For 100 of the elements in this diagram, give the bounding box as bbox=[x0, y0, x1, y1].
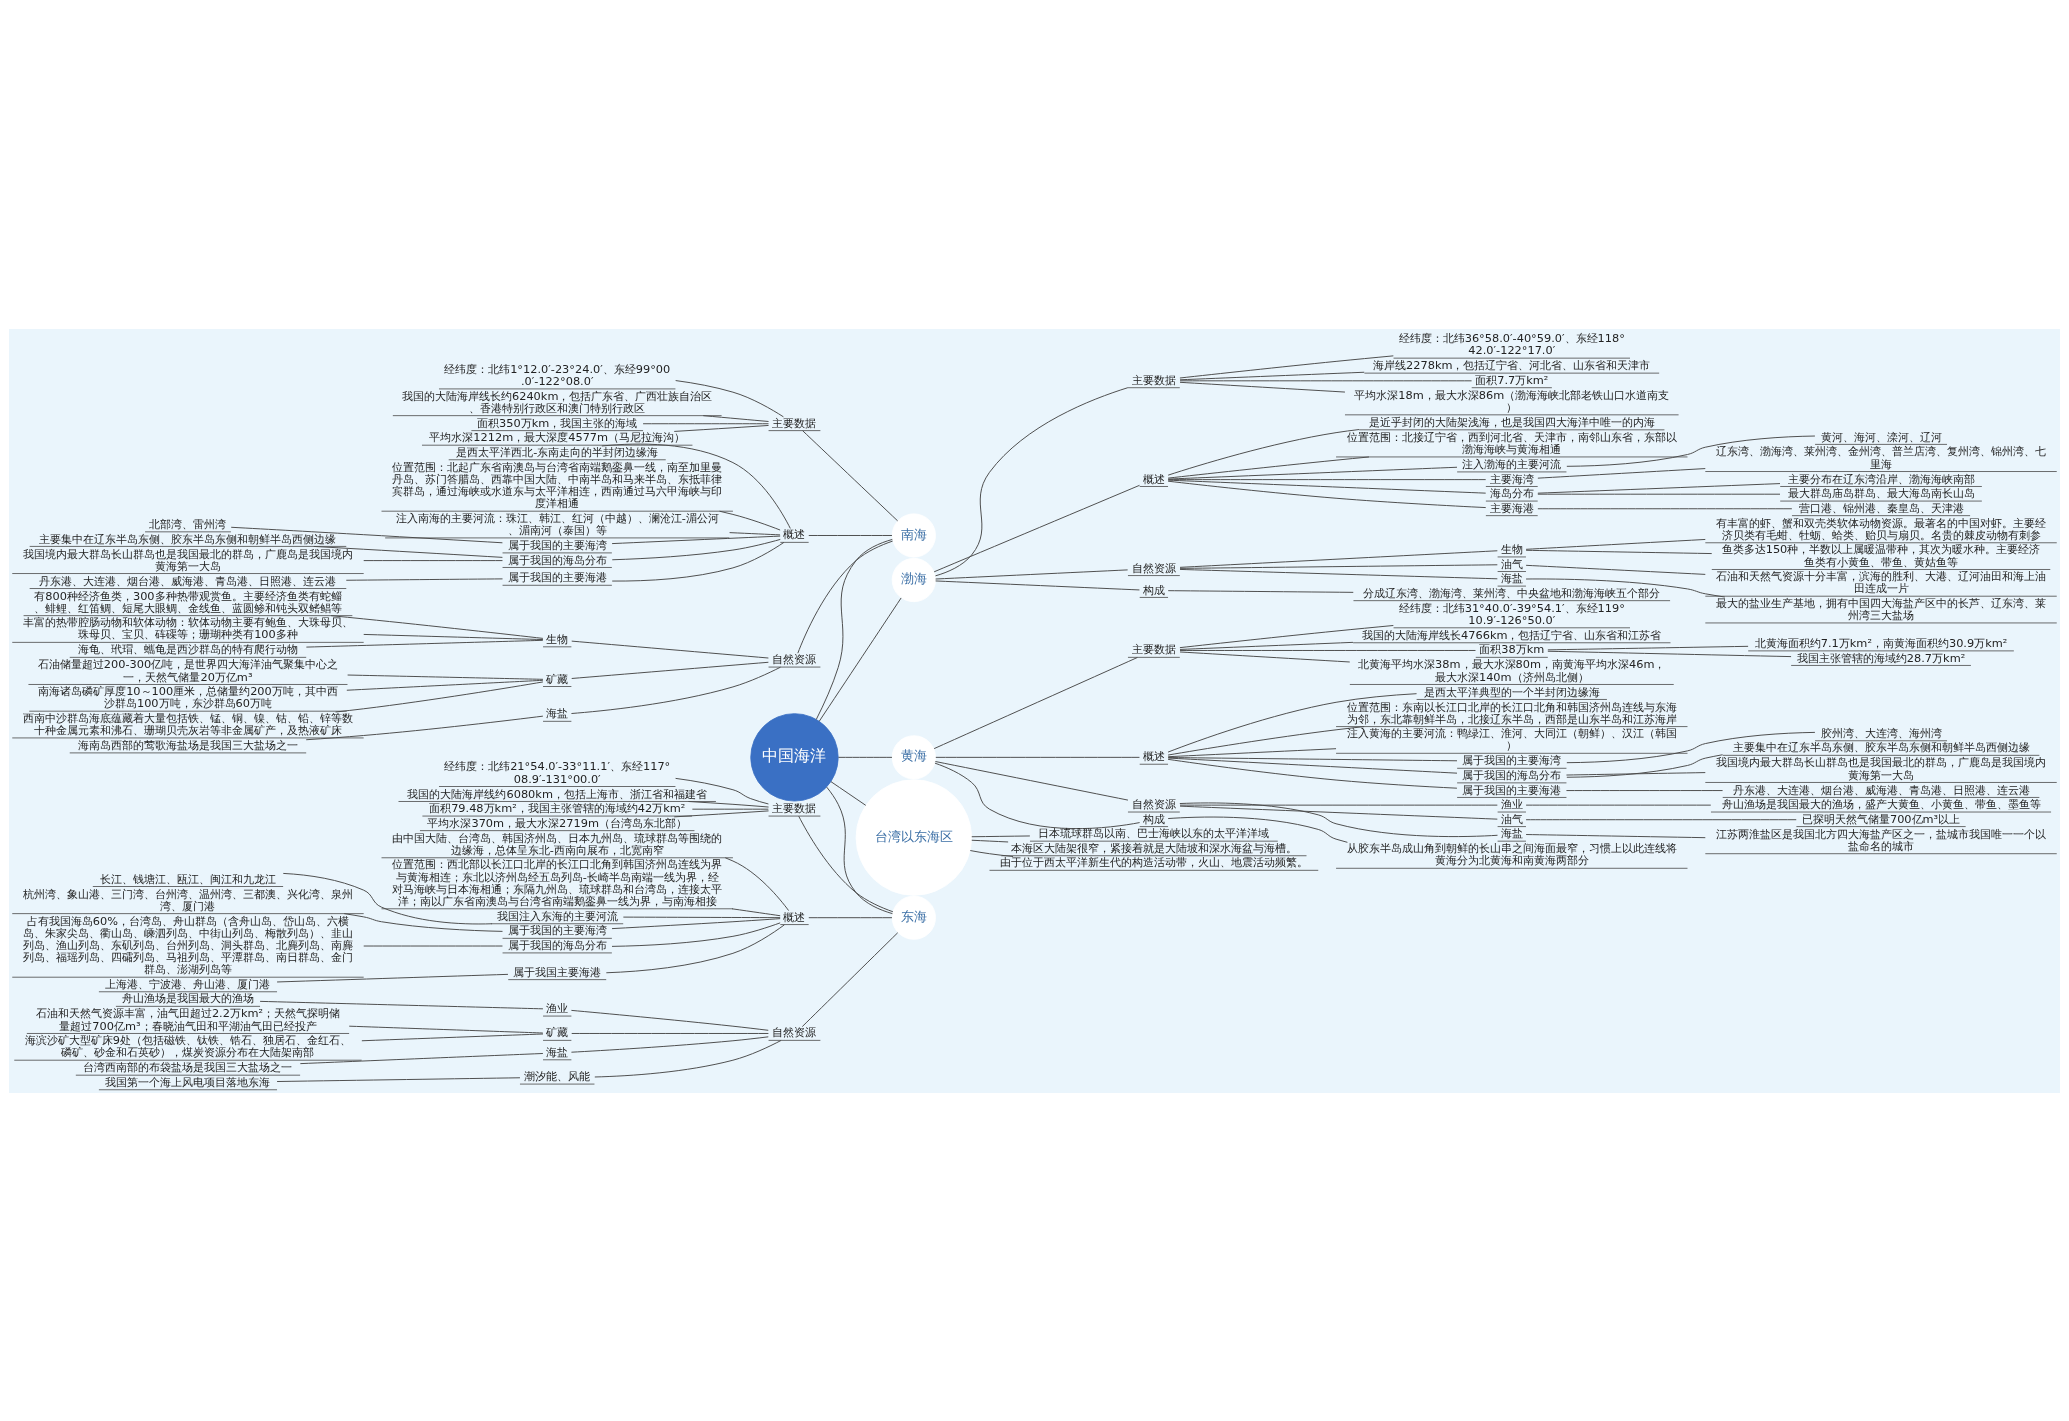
node-text: 油气 bbox=[1500, 811, 1523, 826]
connector bbox=[935, 756, 1140, 758]
connector bbox=[330, 614, 544, 639]
node-text: 海盐 bbox=[546, 705, 569, 720]
node-text: 经纬度：北纬31°40.0′-39°54.1′、东经119°10.9′-126°50.0′ bbox=[1398, 600, 1625, 627]
node-text: 平均水深18m，最大水深86m（渤海海峡北部老铁山口水道南支） bbox=[1354, 387, 1670, 414]
node-text: 属于我国的海岛分布 bbox=[1462, 767, 1562, 782]
connector bbox=[1537, 493, 1781, 495]
node-text: 北黄海平均水深38m，最大水深80m，南黄海平均水深46m，最大水深140m（济州岛北侧） bbox=[1358, 656, 1666, 684]
connector bbox=[797, 540, 894, 654]
node-text: 西南中沙群岛海底蕴藏着大量包括铁、锰、铜、镍、钴、铅、锌等数十种金属元素和沸石、珊瑚贝壳灰岩等非金属矿产，及热液矿床 bbox=[22, 710, 353, 737]
node-text: 海滨沙矿大型矿床9处（包括磁铁、钛铁、锆石、独居石、金红石、磷矿、砂金和石英砂），煤炭资源分布在大陆架南部 bbox=[24, 1032, 352, 1059]
node-text: 属于我国的海岛分布 bbox=[507, 937, 607, 952]
connector bbox=[346, 679, 544, 691]
connector bbox=[1547, 645, 1749, 650]
connector bbox=[571, 640, 769, 658]
node-text: 平均水深370m，最大水深2719m（台湾岛东北部） bbox=[427, 815, 687, 830]
connector bbox=[363, 559, 503, 561]
connector bbox=[1179, 381, 1346, 393]
node-text: 属于我国的主要海湾 bbox=[507, 922, 607, 937]
node-text: 由于位于西太平洋新生代的构造活动带，火山、地震活动频繁。 bbox=[999, 854, 1308, 869]
node-text: 主要海港 bbox=[1489, 500, 1534, 515]
node-text: 占有我国海岛60%，台湾岛、舟山群岛（含舟山岛、岱山岛、六横岛、朱家尖岛、衢山岛、嵊泗列岛、中街山列岛、梅散列岛）、韭山列岛、渔山列岛、东矶列岛、台州列岛、洞头群岛、北麂列岛、南麂列岛、福瑶列岛、四礵列岛、马祖列岛、平潭群岛、南日群岛、金门群岛、澎湖列岛等 bbox=[22, 913, 353, 976]
node-circle: 中国海洋 bbox=[750, 712, 839, 801]
node-text: 属于我国的主要海湾 bbox=[507, 537, 607, 552]
connector bbox=[1179, 563, 1498, 569]
connector bbox=[1167, 589, 1354, 593]
node-text: 注入南海的主要河流：珠江、韩江、红河（中越）、澜沧江-湄公河、湄南河（泰国）等 bbox=[395, 510, 719, 537]
connector bbox=[1179, 651, 1351, 662]
connector bbox=[675, 777, 769, 804]
node-text: 黄河、海河、滦河、辽河 bbox=[1820, 429, 1942, 443]
connector bbox=[1167, 758, 1458, 789]
node-text: 主要集中在辽东半岛东侧、胶东半岛东侧和朝鲜半岛西侧边缘 bbox=[39, 531, 337, 546]
connector bbox=[345, 577, 503, 581]
node-text: 杭州湾、象山港、三门湾、台州湾、温州湾、三都澳、兴化湾、泉州湾、厦门港 bbox=[22, 886, 353, 913]
node-text: 位置范围：西北部以长江口北岸的长江口北角到韩国济州岛连线为界与黄海相连；东北以济州岛经五岛列岛-长崎半岛南端一线为界，经对马海峡与日本海相通；东隔九州岛、琉球群岛和台湾岛，连接太平洋；南以广东省南澳岛与台湾省南端鹅銮鼻一线为界，与南海相接 bbox=[392, 856, 723, 908]
node-text: 鱼类多达150种，半数以上属暖温带种，其次为暖水种。主要经济鱼类有小黄鱼、带鱼、黄姑鱼等 bbox=[1721, 541, 2041, 569]
node-text: 渔业 bbox=[546, 1000, 569, 1015]
node-text: 海盐 bbox=[546, 1044, 569, 1059]
node-text: 主要数据 bbox=[1131, 372, 1176, 387]
connector bbox=[691, 808, 769, 810]
node-text: 我国的大陆海岸线长4766km，包括辽宁省、山东省和江苏省 bbox=[1362, 627, 1662, 642]
connector bbox=[1167, 455, 1370, 479]
connector bbox=[363, 633, 544, 640]
node-text: 经纬度：北纬21°54.0′-33°11.1′、东经117°08.9′-131°00.0′ bbox=[444, 758, 671, 786]
node-text: 石油和天然气资源十分丰富，滨海的胜利、大港、辽河油田和海上油田连成一片 bbox=[1716, 568, 2047, 595]
connector bbox=[1179, 641, 1354, 650]
connector bbox=[1167, 478, 1487, 480]
node-text: 概述 bbox=[1142, 471, 1165, 486]
node-text: 主要集中在辽东半岛东侧、胶东半岛东侧和朝鲜半岛西侧边缘 bbox=[1732, 739, 2030, 754]
node-text: 江苏两淮盐区是我国北方四大海盐产区之一，盐城市我国唯一一个以盐命名的城市 bbox=[1716, 826, 2047, 853]
connector bbox=[361, 1033, 544, 1041]
node-text: 石油和天然气资源丰富，油气田超过2.2万km²；天然气探明储量超过700亿m³；春晓油气田和平湖油气田已经投产 bbox=[35, 1005, 341, 1033]
connector bbox=[971, 834, 1031, 837]
node-text: 分成辽东湾、渤海湾、莱州湾、中央盆地和渤海海峡五个部分 bbox=[1363, 585, 1661, 600]
node-text: 我国注入东海的主要河流 bbox=[496, 908, 618, 923]
connector bbox=[801, 931, 899, 1027]
connector bbox=[1167, 466, 1458, 480]
node-text: 日本琉球群岛以南、巴士海峡以东的太平洋洋域 bbox=[1038, 825, 1270, 840]
node-text: 海盐 bbox=[1500, 570, 1523, 585]
node-text: 矿藏 bbox=[546, 671, 569, 686]
connector bbox=[571, 1032, 769, 1034]
connector bbox=[1537, 467, 1706, 479]
connector bbox=[259, 1000, 544, 1009]
connector bbox=[594, 1039, 782, 1077]
node-text: 位置范围：北接辽宁省，西到河北省、天津市，南邻山东省，东部以渤海海峡与黄海相通 bbox=[1346, 429, 1677, 456]
connector bbox=[343, 912, 503, 932]
node-text: 自然资源 bbox=[772, 651, 817, 666]
connector bbox=[348, 1025, 544, 1033]
node-text: 平均水深1212m，最大深度4577m（马尼拉海沟） bbox=[429, 429, 686, 444]
node-text: 潮汐能、风能 bbox=[524, 1068, 591, 1083]
connector bbox=[1179, 805, 1498, 820]
connector bbox=[1179, 549, 1498, 568]
node-text: 属于我国的海岛分布 bbox=[507, 552, 607, 567]
connector bbox=[1525, 804, 1712, 806]
node-text: 海南岛西部的莺歌海盐场是我国三大盐场之一 bbox=[77, 737, 298, 752]
node-text: 丰富的热带腔肠动物和软体动物：软体动物主要有鲍鱼、大珠母贝、珠母贝、宝贝、砗磲等；珊瑚种类有100多种 bbox=[22, 614, 353, 641]
connector bbox=[335, 680, 544, 712]
connector bbox=[1525, 818, 1797, 820]
connector bbox=[687, 800, 770, 808]
connector bbox=[276, 1076, 521, 1082]
node-text: 已探明天然气储量700亿m³以上 bbox=[1801, 811, 1961, 826]
node-text: 海岸线2278km，包括辽宁省、河北省、山东省和天津市 bbox=[1373, 357, 1651, 372]
node-text: 面积7.7万km² bbox=[1475, 372, 1549, 387]
node-text: 属于我国的主要海港 bbox=[1462, 782, 1562, 797]
node-circle: 台湾以东海区 bbox=[855, 778, 972, 896]
node-text: 自然资源 bbox=[772, 1024, 817, 1039]
node-text: 自然资源 bbox=[1131, 796, 1176, 811]
node-text: 渔业 bbox=[1500, 796, 1523, 811]
connector bbox=[570, 666, 781, 714]
connector bbox=[642, 422, 769, 424]
node-text: 从胶东半岛成山角到朝鲜的长山串之间海面最窄，习惯上以此连线将黄海分为北黄海和南黄海两部分 bbox=[1346, 840, 1677, 867]
node-text: 舟山渔场是我国最大的渔场，盛产大黄鱼、小黄鱼、带鱼、墨鱼等 bbox=[1721, 796, 2041, 811]
connector bbox=[601, 443, 791, 529]
connector bbox=[282, 872, 493, 924]
connector bbox=[1167, 725, 1365, 756]
node-text: 生物 bbox=[546, 631, 569, 646]
connector bbox=[1179, 354, 1394, 378]
connector bbox=[935, 386, 1129, 576]
connector bbox=[611, 535, 781, 544]
